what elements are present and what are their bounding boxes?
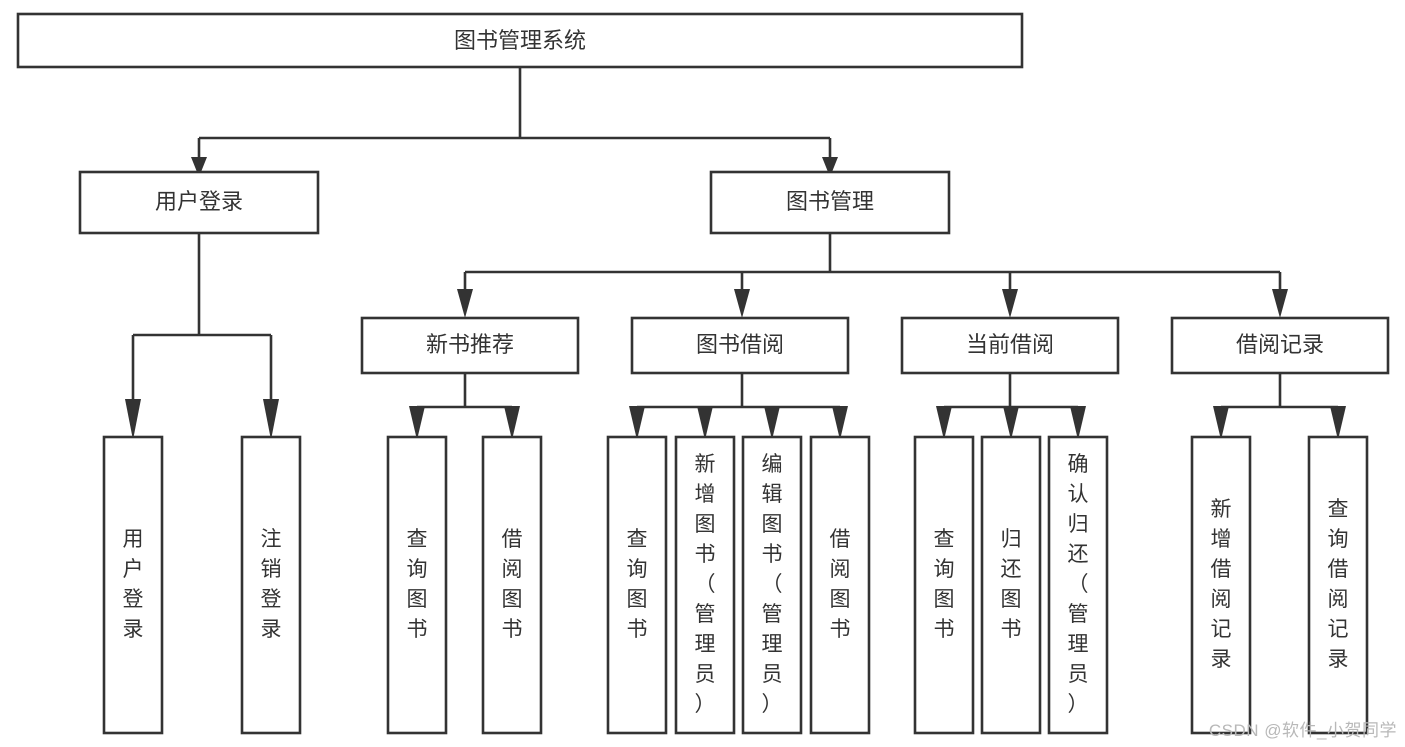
node-leaf12-label: 新增借阅记录 [1211, 498, 1232, 671]
node-leaf10-label: 归还图书 [1001, 528, 1022, 641]
node-leaf2-label: 注销登录 [261, 528, 282, 641]
node-bookmgmt[interactable]: 图书管理 [709, 170, 951, 235]
node-leaf13[interactable]: 查询借阅记录 [1307, 435, 1369, 735]
node-current[interactable]: 当前借阅 [900, 316, 1120, 375]
node-borrow[interactable]: 图书借阅 [630, 316, 850, 375]
node-leaf4[interactable]: 借阅图书 [481, 435, 543, 735]
node-leaf3-box[interactable] [386, 435, 448, 735]
node-borrow-box[interactable] [630, 316, 850, 375]
node-leaf7[interactable]: 编辑图书（管理员） [741, 435, 803, 735]
node-newbook[interactable]: 新书推荐 [360, 316, 580, 375]
node-leaf5[interactable]: 查询图书 [606, 435, 668, 735]
node-leaf7-box[interactable] [741, 435, 803, 735]
arrow-head-leaf2 [263, 399, 279, 440]
node-borrow-label: 图书借阅 [696, 332, 784, 357]
node-leaf9-box[interactable] [913, 435, 975, 735]
node-leaf13-box[interactable] [1307, 435, 1369, 735]
node-leaf11-label: 确认归还（管理员） [1068, 453, 1089, 716]
node-leaf10-box[interactable] [980, 435, 1042, 735]
node-leaf5-box[interactable] [606, 435, 668, 735]
node-root-box[interactable] [16, 12, 1024, 69]
arrow-head-leaf4 [504, 406, 520, 440]
node-leaf4-label: 借阅图书 [502, 528, 523, 641]
node-leaf3[interactable]: 查询图书 [386, 435, 448, 735]
node-leaf9-label: 查询图书 [934, 528, 955, 641]
arrow-head-leaf6 [697, 406, 713, 440]
arrow-head-leaf3 [409, 406, 425, 440]
node-leaf11-box[interactable] [1047, 435, 1109, 735]
node-leaf10[interactable]: 归还图书 [980, 435, 1042, 735]
node-leaf1[interactable]: 用户登录 [102, 435, 164, 735]
node-leaf8[interactable]: 借阅图书 [809, 435, 871, 735]
arrow-head-bookmgmt [822, 157, 838, 177]
arrow-head-borrow [734, 289, 750, 318]
node-newbook-label: 新书推荐 [426, 332, 514, 357]
node-root-label: 图书管理系统 [454, 28, 586, 53]
node-leaf11[interactable]: 确认归还（管理员） [1047, 435, 1109, 735]
node-leaf1-box[interactable] [102, 435, 164, 735]
node-leaf7-label: 编辑图书（管理员） [762, 453, 783, 716]
arrow-head-leaf8 [832, 406, 848, 440]
node-leaf8-box[interactable] [809, 435, 871, 735]
node-newbook-box[interactable] [360, 316, 580, 375]
arrow-head-leaf11 [1070, 406, 1086, 440]
node-records-label: 借阅记录 [1236, 332, 1324, 357]
node-bookmgmt-label: 图书管理 [786, 189, 874, 214]
node-leaf12[interactable]: 新增借阅记录 [1190, 435, 1252, 735]
node-leaf6-label: 新增图书（管理员） [695, 453, 716, 716]
node-leaf13-label: 查询借阅记录 [1328, 498, 1349, 671]
node-leaf12-box[interactable] [1190, 435, 1252, 735]
node-leaf6-box[interactable] [674, 435, 736, 735]
arrow-head-leaf12 [1213, 406, 1229, 440]
node-login-box[interactable] [78, 170, 320, 235]
node-leaf5-label: 查询图书 [627, 528, 648, 641]
arrow-head-login [191, 157, 207, 177]
node-records[interactable]: 借阅记录 [1170, 316, 1390, 375]
arrow-head-leaf5 [629, 406, 645, 440]
arrow-head-current [1002, 289, 1018, 318]
arrow-head-newbook [457, 289, 473, 318]
node-leaf1-label: 用户登录 [123, 528, 144, 641]
node-leaf6[interactable]: 新增图书（管理员） [674, 435, 736, 735]
arrow-head-leaf9 [936, 406, 952, 440]
node-records-box[interactable] [1170, 316, 1390, 375]
connector-layer [125, 67, 1346, 440]
arrow-head-records [1272, 289, 1288, 318]
node-bookmgmt-box[interactable] [709, 170, 951, 235]
node-leaf8-label: 借阅图书 [830, 528, 851, 641]
node-current-box[interactable] [900, 316, 1120, 375]
node-leaf9[interactable]: 查询图书 [913, 435, 975, 735]
arrow-head-leaf1 [125, 399, 141, 440]
node-login[interactable]: 用户登录 [78, 170, 320, 235]
node-leaf4-box[interactable] [481, 435, 543, 735]
node-login-label: 用户登录 [155, 189, 243, 214]
node-leaf3-label: 查询图书 [407, 528, 428, 641]
node-current-label: 当前借阅 [966, 332, 1054, 357]
arrow-head-leaf10 [1003, 406, 1019, 440]
node-root[interactable]: 图书管理系统 [16, 12, 1024, 69]
node-leaf2[interactable]: 注销登录 [240, 435, 302, 735]
node-leaf2-box[interactable] [240, 435, 302, 735]
arrow-head-leaf13 [1330, 406, 1346, 440]
arrow-head-leaf7 [764, 406, 780, 440]
